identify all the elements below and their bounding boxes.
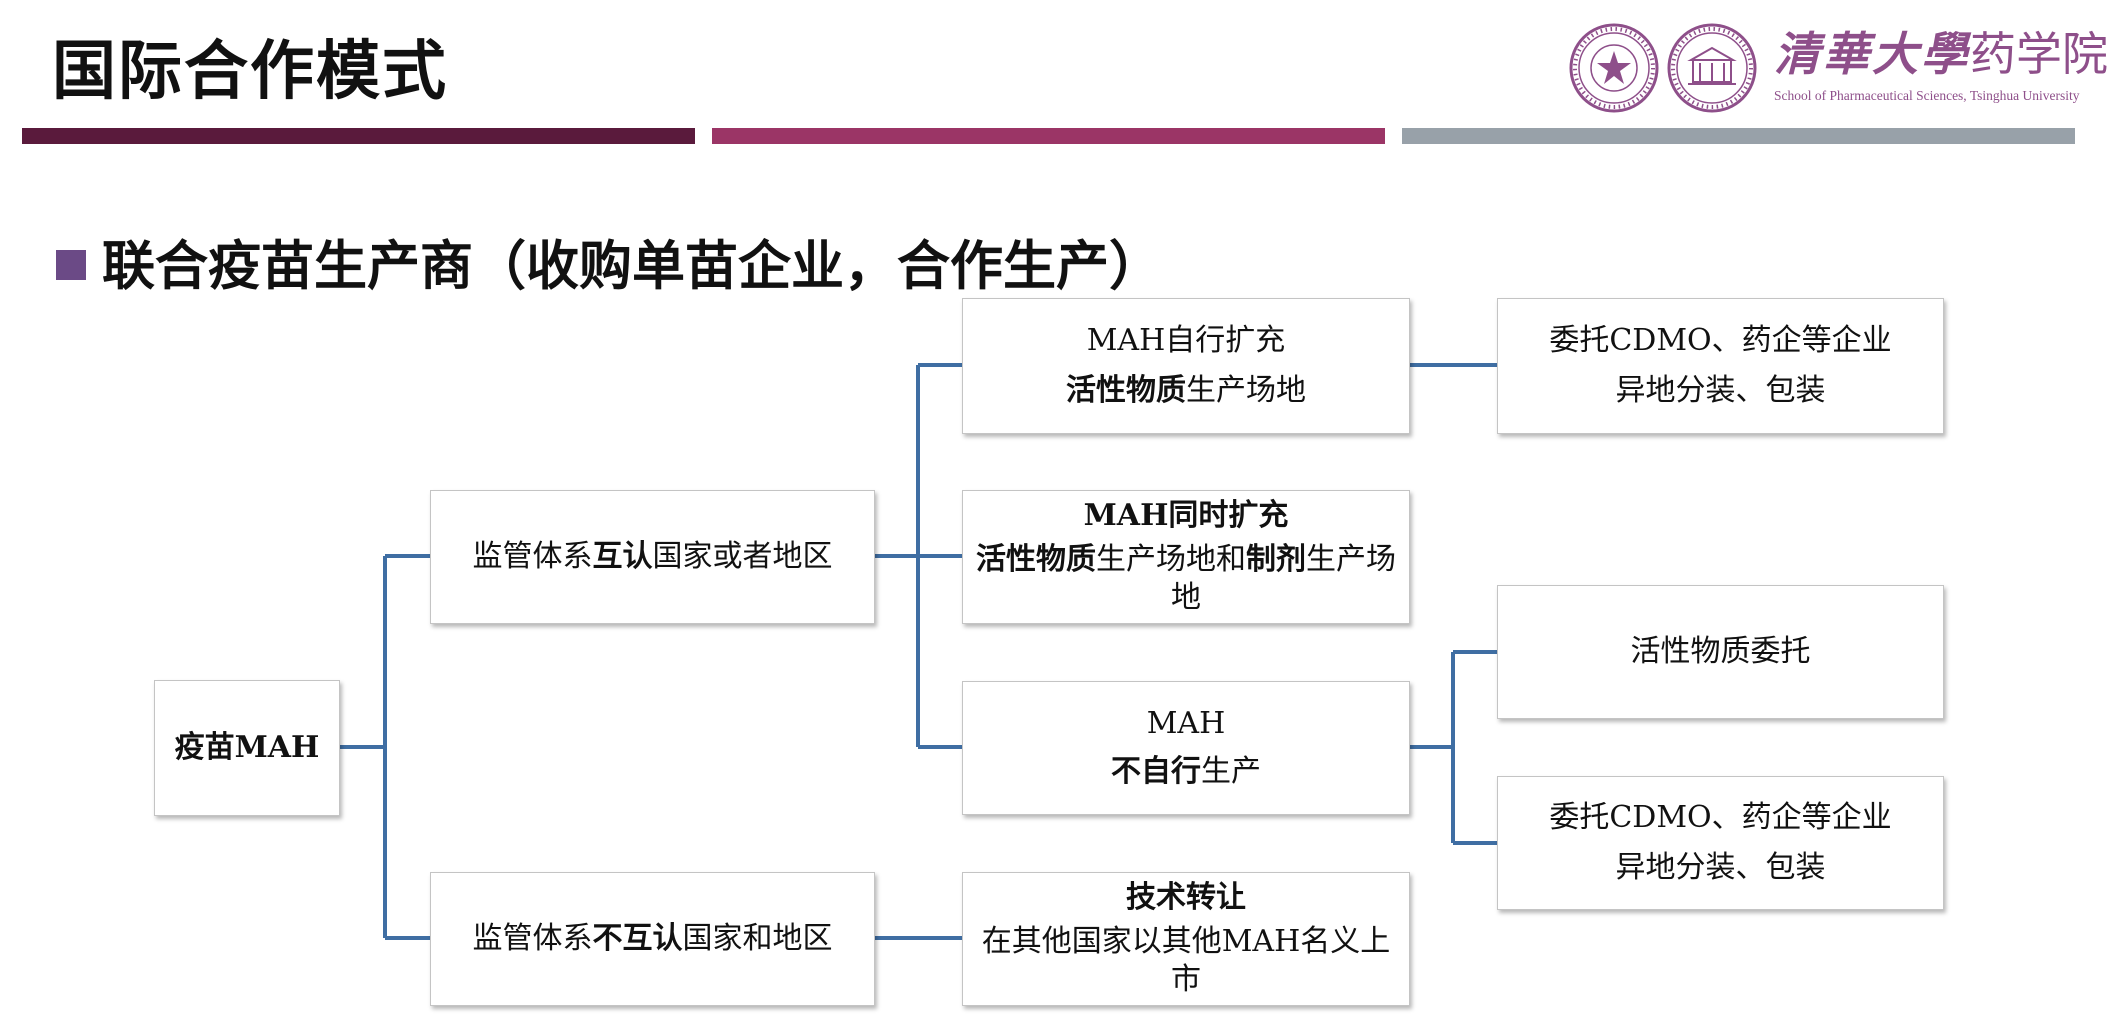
- node-non-mutual-recognition-label: 监管体系不互认国家和地区: [473, 919, 833, 959]
- section-subtitle: 联合疫苗生产商（收购单苗企业，合作生产）: [102, 236, 1162, 297]
- node-cdmo-packing-bottom-line2: 异地分装、包装: [1615, 850, 1826, 885]
- label-rest: 生产场地: [1171, 542, 1396, 615]
- node-cdmo-packing-top-line2: 异地分装、包装: [1615, 373, 1826, 408]
- node-self-expand-line2: 活性物质生产场地: [1066, 371, 1306, 411]
- node-cdmo-packing-top-line1: 委托CDMO、药企等企业: [1549, 323, 1892, 358]
- label-pre: 监管体系: [472, 539, 593, 574]
- school-name-department: 药学院: [1970, 27, 2108, 81]
- label-bold-1: 活性物质: [976, 542, 1096, 577]
- university-seal-icon: [1569, 23, 1659, 113]
- label-pre: 监管体系: [472, 921, 593, 956]
- node-technology-transfer-line2: 在其他国家以其他MAH名义上市: [981, 924, 1391, 997]
- node-technology-transfer-line1: 技术转让: [1126, 880, 1246, 915]
- label-post: 国家或者地区: [652, 539, 833, 574]
- node-non-mutual-recognition: 监管体系不互认国家和地区: [430, 872, 875, 1006]
- connector-root-to-branches: [340, 554, 430, 940]
- node-self-expand: MAH自行扩充 活性物质生产场地: [962, 298, 1410, 434]
- node-mutual-recognition: 监管体系互认国家或者地区: [430, 490, 875, 624]
- school-name-en: School of Pharmaceutical Sciences, Tsing…: [1774, 88, 2080, 103]
- connector-no-self-prod-to-entrust: [1410, 650, 1497, 845]
- node-vaccine-mah-label: 疫苗MAH: [174, 730, 320, 765]
- header-band-dark: [22, 128, 695, 144]
- node-vaccine-mah: 疫苗MAH: [154, 680, 340, 816]
- label-rest: 生产场地: [1186, 373, 1306, 408]
- node-cdmo-packing-bottom: 委托CDMO、药企等企业 异地分装、包装: [1497, 776, 1944, 910]
- square-bullet-icon: [56, 250, 86, 280]
- node-simultaneous-expand-line1: MAH同时扩充: [1083, 498, 1289, 533]
- building-seal-icon: [1667, 23, 1757, 113]
- label-bold: 活性物质: [1066, 373, 1186, 408]
- node-simultaneous-expand-line2: 活性物质生产场地和制剂生产场地: [971, 541, 1401, 617]
- node-active-substance-entrust-label: 活性物质委托: [1630, 634, 1811, 669]
- label-rest: 生产: [1201, 754, 1261, 789]
- node-mutual-recognition-label: 监管体系互认国家或者地区: [473, 537, 833, 577]
- header-band-gray: [1402, 128, 2075, 144]
- school-name-calligraphy: 清華大學: [1774, 27, 1970, 81]
- node-active-substance-entrust: 活性物质委托: [1497, 585, 1944, 719]
- node-simultaneous-expand: MAH同时扩充 活性物质生产场地和制剂生产场地: [962, 490, 1410, 624]
- page-title: 国际合作模式: [52, 35, 448, 109]
- label-bold: 不自行: [1111, 754, 1201, 789]
- label-bold: 不互认: [592, 921, 683, 956]
- node-no-self-production: MAH 不自行生产: [962, 681, 1410, 815]
- node-no-self-production-line2: 不自行生产: [1111, 752, 1261, 792]
- label-mid: 生产场地和: [1096, 542, 1246, 577]
- label-bold-2: 制剂: [1246, 542, 1306, 577]
- university-logo: 清華大學药学院 School of Pharmaceutical Science…: [1568, 22, 2108, 122]
- header-band-magenta: [712, 128, 1385, 144]
- node-cdmo-packing-bottom-line1: 委托CDMO、药企等企业: [1549, 800, 1892, 835]
- node-self-expand-line1: MAH自行扩充: [1086, 323, 1286, 358]
- node-technology-transfer: 技术转让 在其他国家以其他MAH名义上市: [962, 872, 1410, 1006]
- node-no-self-production-line1: MAH: [1146, 706, 1226, 741]
- school-name-cn: 清華大學药学院: [1774, 24, 2108, 84]
- node-cdmo-packing-top: 委托CDMO、药企等企业 异地分装、包装: [1497, 298, 1944, 434]
- label-post: 国家和地区: [682, 921, 833, 956]
- label-bold: 互认: [592, 539, 653, 574]
- connector-mutual-to-options: [875, 363, 962, 749]
